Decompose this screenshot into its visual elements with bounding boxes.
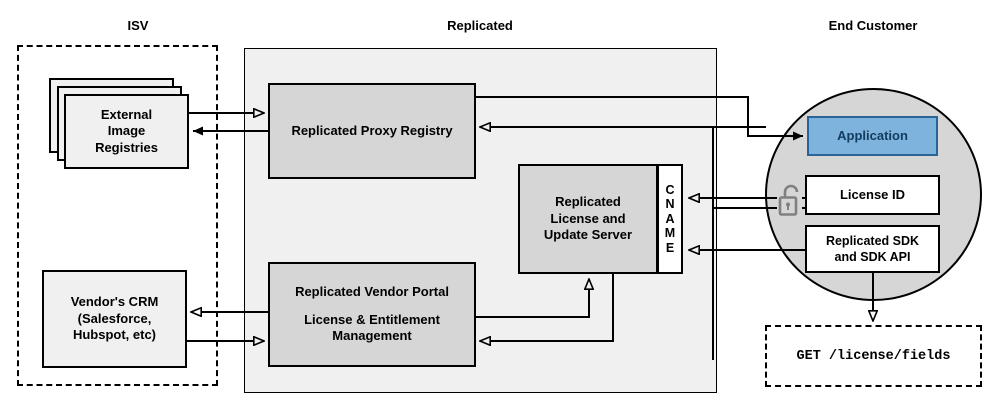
cname-letter-c: C bbox=[665, 182, 675, 197]
external-registries-line-3: Registries bbox=[95, 139, 158, 155]
unlock-icon bbox=[778, 184, 799, 216]
node-external-image-registries[interactable]: External Image Registries bbox=[64, 94, 189, 169]
node-license-id[interactable]: License ID bbox=[805, 175, 940, 215]
api-call-label: GET /license/fields bbox=[796, 348, 951, 364]
cname-letter-m: M bbox=[664, 226, 676, 241]
vendors-crm-line-3: Hubspot, etc) bbox=[72, 327, 157, 343]
node-cname[interactable]: C N A M E bbox=[657, 164, 683, 274]
license-server-line-3: Update Server bbox=[543, 227, 633, 243]
node-replicated-vendor-portal[interactable]: Replicated Vendor Portal License & Entit… bbox=[268, 262, 476, 367]
application-label: Application bbox=[837, 127, 908, 143]
cname-letter-n: N bbox=[665, 197, 675, 212]
vendor-portal-line-4: Management bbox=[332, 328, 412, 344]
isv-zone bbox=[17, 45, 218, 386]
api-call-zone: GET /license/fields bbox=[765, 325, 982, 387]
cname-letter-e: E bbox=[665, 240, 675, 255]
license-id-label: License ID bbox=[839, 186, 906, 202]
vendor-portal-line-3: License & Entitlement bbox=[304, 311, 440, 327]
external-registries-line-2: Image bbox=[107, 123, 146, 139]
node-replicated-proxy-registry[interactable]: Replicated Proxy Registry bbox=[268, 83, 476, 179]
replicated-sdk-line-2: and SDK API bbox=[834, 250, 911, 264]
vendor-portal-spacer bbox=[295, 301, 449, 312]
license-server-line-2: License and bbox=[550, 210, 626, 226]
lane-title-isv: ISV bbox=[127, 18, 149, 33]
lane-title-replicated: Replicated bbox=[447, 18, 513, 33]
vendor-portal-line-1: Replicated Vendor Portal bbox=[295, 284, 449, 300]
node-replicated-sdk[interactable]: Replicated SDK and SDK API bbox=[805, 225, 940, 273]
node-vendors-crm[interactable]: Vendor's CRM (Salesforce, Hubspot, etc) bbox=[42, 270, 187, 368]
external-registries-line-1: External bbox=[100, 106, 153, 122]
replicated-sdk-line-1: Replicated SDK bbox=[825, 234, 920, 248]
vendors-crm-line-2: (Salesforce, bbox=[77, 310, 152, 326]
license-server-line-1: Replicated bbox=[555, 194, 621, 210]
node-license-update-server[interactable]: Replicated License and Update Server bbox=[518, 164, 658, 274]
lane-title-end-customer: End Customer bbox=[828, 18, 918, 33]
vendors-crm-line-1: Vendor's CRM bbox=[70, 294, 159, 310]
node-application[interactable]: Application bbox=[807, 116, 938, 156]
cname-letter-a: A bbox=[665, 211, 675, 226]
proxy-registry-label: Replicated Proxy Registry bbox=[291, 122, 453, 138]
